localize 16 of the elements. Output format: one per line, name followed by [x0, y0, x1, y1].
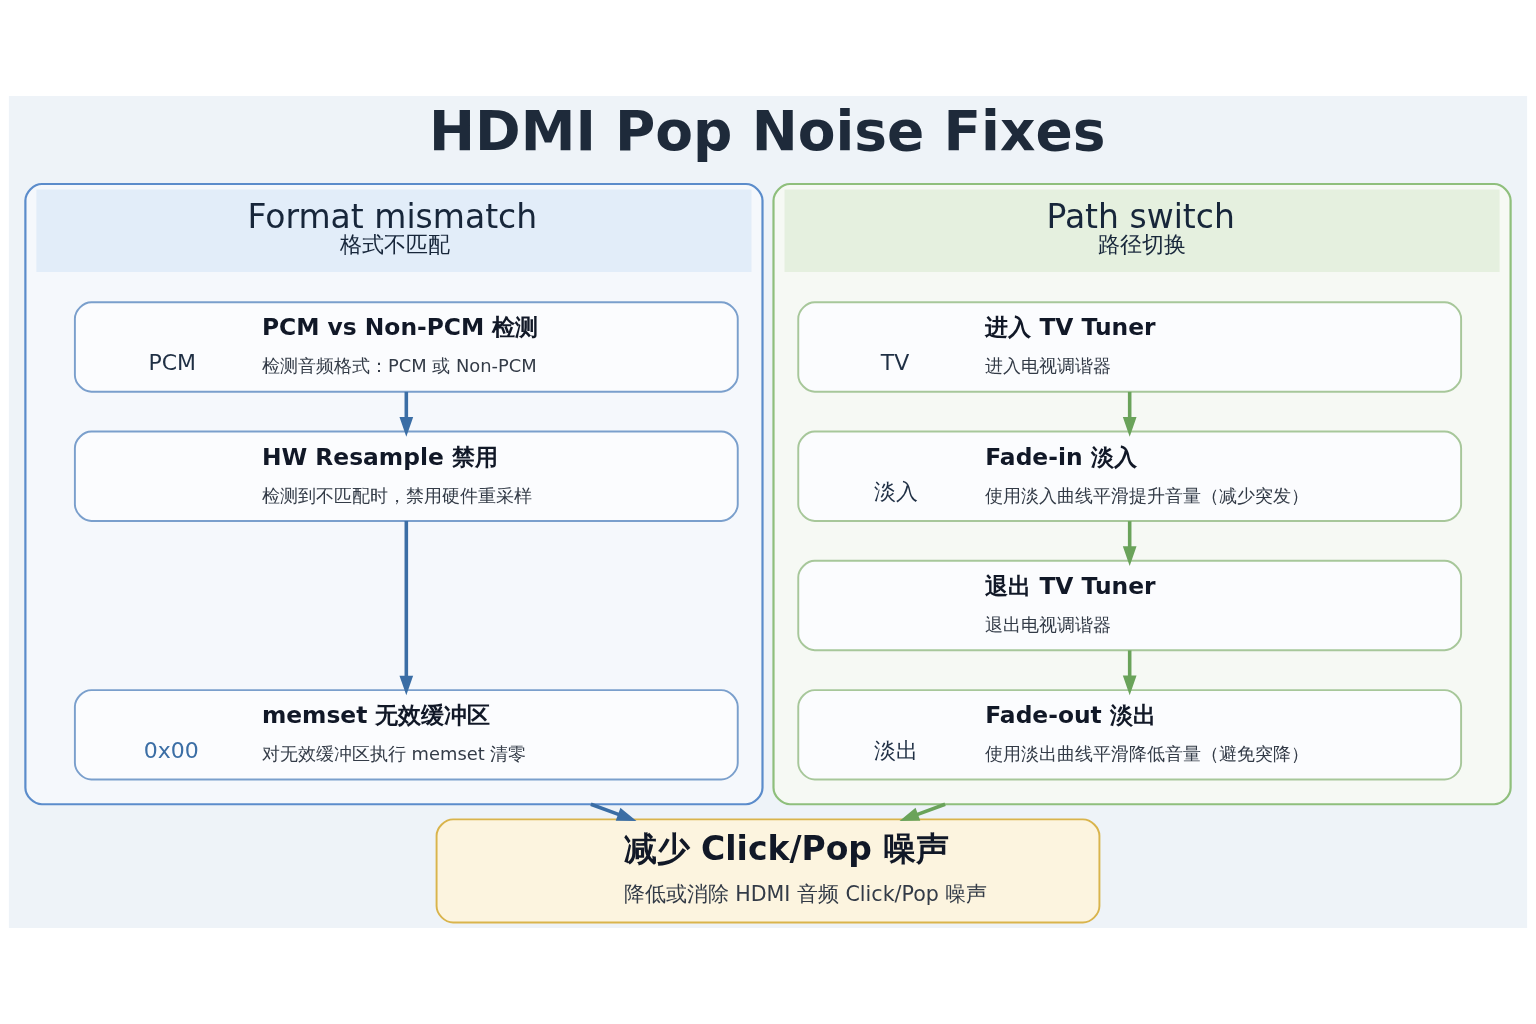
node-box: 淡入 Fade-in 淡入 使用淡入曲线平滑提升音量（减少突发） — [797, 430, 1463, 522]
arrow — [1122, 650, 1137, 696]
node-box: 退出 TV Tuner 退出电视调谐器 — [797, 559, 1463, 652]
node-box: 减少 Click/Pop 噪声 降低或消除 HDMI 音频 Click/Pop 噪声 — [435, 818, 1101, 924]
node-box: HW Resample 禁用 检测到不匹配时，禁用硬件重采样 — [73, 430, 739, 522]
node-box: TV 进入 TV Tuner 进入电视调谐器 — [797, 301, 1463, 393]
node-box: 0x00 memset 无效缓冲区 对无效缓冲区执行 memset 清零 — [73, 689, 739, 781]
arrow — [590, 802, 637, 822]
node-box: 淡出 Fade-out 淡出 使用淡出曲线平滑降低音量（避免突降） — [797, 689, 1463, 781]
node-box: PCM PCM vs Non-PCM 检测 检测音频格式：PCM 或 Non-PCM — [73, 301, 739, 393]
diagram-title: HDMI Pop Noise Fixes — [429, 98, 1106, 163]
arrow — [399, 521, 414, 696]
arrow — [399, 391, 414, 437]
arrow — [1122, 391, 1137, 437]
arrow — [1122, 521, 1137, 566]
arrow — [899, 802, 946, 822]
